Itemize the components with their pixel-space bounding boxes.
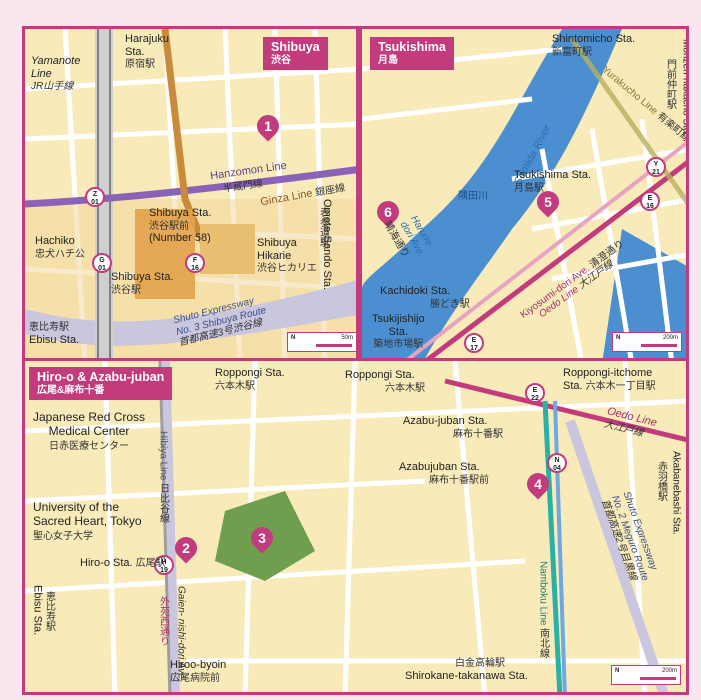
poi-pin-1[interactable]: 1	[252, 110, 284, 142]
kachidoki-station-label[interactable]: Kachidoki Sta.勝どき駅	[380, 285, 470, 310]
station-badge-n04: N 04	[547, 453, 567, 473]
roppongi-station-label-right[interactable]: Roppongi Sta.六本木駅	[345, 369, 425, 394]
azabujuban-bus-stop-label[interactable]: Azabujuban Sta.麻布十番駅前	[399, 461, 489, 486]
monzen-nakacho-station-label-ja: 門前仲町駅	[664, 59, 676, 109]
station-badge-y21: Y 21	[646, 157, 666, 177]
sumida-river-label-ja: 隅田川	[458, 191, 488, 202]
gaien-nishi-dori-label: Gaien- nishi-dori Ave.	[175, 586, 187, 682]
namboku-line-label: Namboku Line 南北線	[537, 561, 549, 659]
station-badge-h19: H 19	[154, 555, 174, 575]
station-badge-g01: G 01	[92, 253, 112, 273]
akabanebashi-station-label-ja: 赤羽橋駅	[655, 461, 667, 501]
tsukishima-map-graphic	[362, 29, 686, 358]
omotesando-station-label-ja: 表参道駅	[317, 207, 329, 247]
poi-pin-3[interactable]: 3	[246, 522, 278, 554]
shibuya-title-ja: 渋谷	[271, 55, 291, 66]
hiroo-map-graphic	[25, 361, 686, 692]
azabujuban-station-label[interactable]: Azabu-juban Sta.麻布十番駅	[403, 415, 503, 440]
station-badge-e22: E 22	[525, 383, 545, 403]
station-badge-e16: E 16	[640, 191, 660, 211]
poi-pin-4[interactable]: 4	[522, 468, 554, 500]
station-badge-f16: F 16	[185, 253, 205, 273]
station-badge-z01: Z 01	[85, 187, 105, 207]
ebisu-station-label-hiroo[interactable]: Ebisu Sta.	[31, 585, 44, 636]
hiroo-station-label[interactable]: Hiro-o Sta. 広尾駅	[80, 557, 166, 569]
station-badge-e17: E 17	[464, 333, 484, 353]
poi-pin-5[interactable]: 5	[532, 186, 564, 218]
poi-pin-2[interactable]: 2	[170, 532, 202, 564]
ebisu-station-label-hiroo-ja: 恵比寿駅	[43, 591, 55, 631]
shibuya-map-graphic	[25, 29, 356, 358]
shibuya-title: Shibuya	[271, 40, 320, 54]
hibiya-line-label: Hibiya Line 日比谷線	[157, 431, 169, 524]
gaien-nishi-dori-label-ja: 外苑西通り	[157, 596, 169, 646]
monzen-nakacho-station-label[interactable]: Monzen-nakacho Sta.	[680, 39, 689, 137]
shibuya-bus-stop-label[interactable]: Shibuya Sta.渋谷駅前(Number 58)	[149, 207, 212, 245]
shibuya-station-label[interactable]: Shibuya Sta.渋谷駅	[111, 271, 174, 296]
hiroo-title: Hiro-o & Azabu-juban	[37, 370, 165, 384]
roppongi-station-label-left[interactable]: Roppongi Sta.六本木駅	[215, 367, 285, 392]
tsukishima-station-label[interactable]: Tsukishima Sta.月島駅	[514, 169, 592, 194]
akabanebashi-station-label[interactable]: Akabanebashi Sta.	[670, 451, 682, 535]
shintomicho-station-label[interactable]: Shintomicho Sta.新富町駅	[552, 33, 636, 58]
tsukishima-title: Tsukishima	[378, 40, 446, 54]
